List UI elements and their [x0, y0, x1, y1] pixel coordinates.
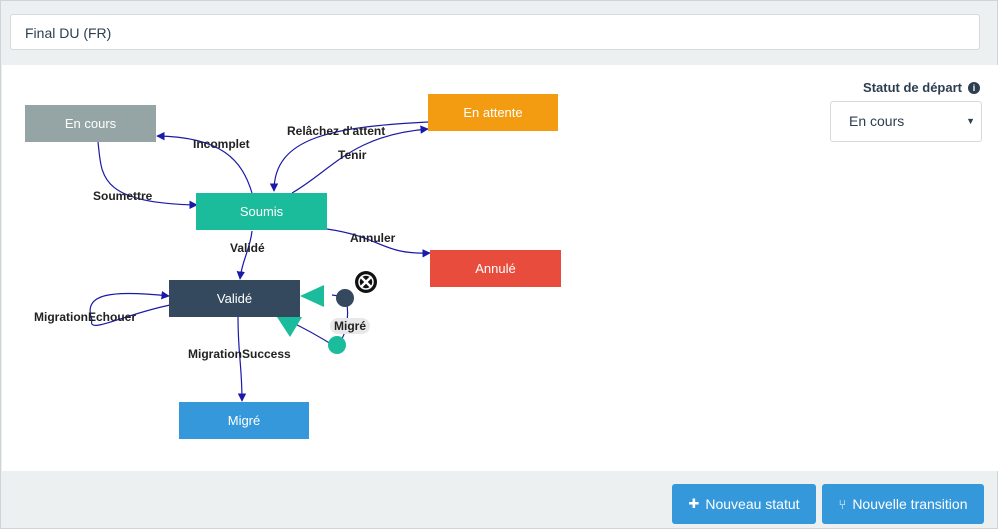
node-annule[interactable]: Annulé — [430, 250, 561, 287]
edge-tenir — [291, 125, 429, 194]
edge-label-soumettre[interactable]: Soumettre — [93, 189, 153, 203]
edge-annuler — [326, 228, 431, 258]
new-status-button[interactable]: ✚ Nouveau statut — [672, 484, 816, 524]
edge-label-migration-echouer[interactable]: MigrationEchouer — [34, 310, 137, 324]
edge-label-relachez[interactable]: Relâchez d'attent — [287, 124, 386, 138]
edge-label-annuler[interactable]: Annuler — [350, 231, 396, 245]
puzzle-icon: ✚ — [688, 496, 700, 511]
edge-soumettre — [97, 141, 198, 210]
branch-icon: ⑂ — [838, 496, 847, 512]
edge-migration-echouer — [89, 291, 171, 326]
edge-label-incomplet[interactable]: Incomplet — [193, 137, 250, 151]
edge-label-valide[interactable]: Validé — [230, 241, 265, 255]
edge-control-point-dark — [336, 289, 354, 307]
edge-label-tenir[interactable]: Tenir — [338, 148, 367, 162]
edge-control-point-teal — [328, 336, 346, 354]
edge-label-migration-success[interactable]: MigrationSuccess — [188, 347, 291, 361]
edit-arrowhead-target — [300, 285, 324, 307]
diagram-canvas[interactable]: En cours En attente Soumis Annulé Validé… — [2, 65, 998, 471]
node-en-attente[interactable]: En attente — [428, 94, 558, 131]
edit-arrowhead-source — [277, 317, 302, 337]
edge-relachez — [269, 121, 429, 192]
caret-down-icon: ▼ — [966, 116, 975, 126]
edges-layer — [89, 121, 431, 402]
workflow-title-input[interactable]: Final DU (FR) — [10, 14, 980, 50]
node-valide[interactable]: Validé — [169, 280, 300, 317]
new-transition-button[interactable]: ⑂ Nouvelle transition — [822, 484, 984, 524]
info-icon[interactable]: i — [968, 81, 980, 94]
node-migre[interactable]: Migré — [179, 402, 309, 439]
edge-migration-success — [237, 316, 247, 402]
node-soumis[interactable]: Soumis — [196, 193, 327, 230]
edge-valide — [236, 230, 253, 280]
edge-incomplet — [156, 131, 253, 194]
start-status-label: Statut de départ i — [863, 80, 980, 95]
start-status-select[interactable]: En cours ▼ — [830, 101, 982, 142]
edge-label-migre[interactable]: Migré — [330, 318, 371, 334]
node-en-cours[interactable]: En cours — [25, 105, 156, 142]
